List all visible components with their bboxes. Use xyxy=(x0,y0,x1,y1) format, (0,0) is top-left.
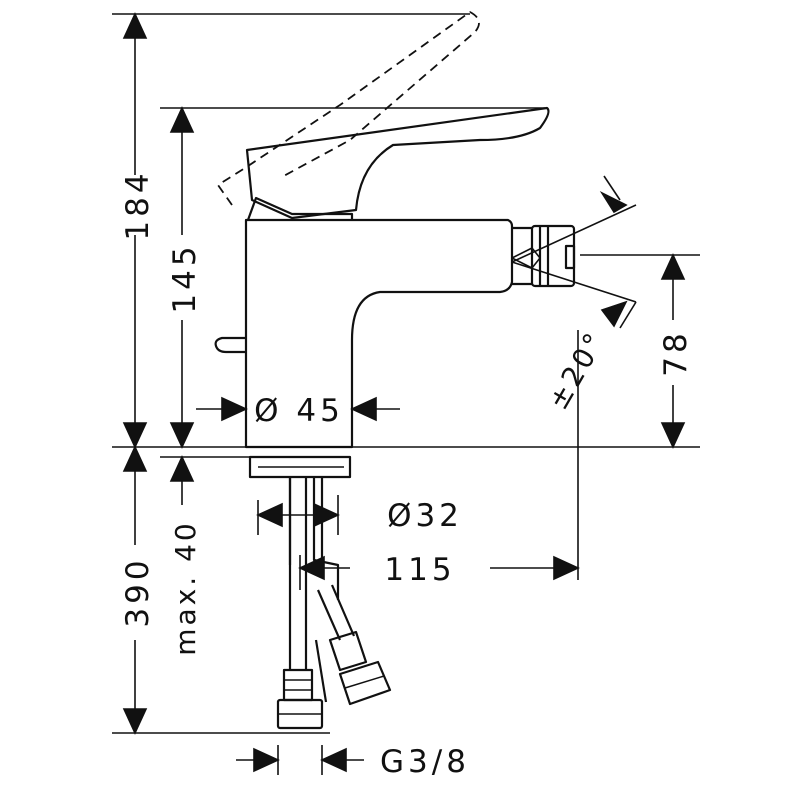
label-spout-reach: 115 xyxy=(384,552,455,588)
pop-up-rod xyxy=(214,336,246,354)
label-connection-thread: G3/8 xyxy=(380,744,470,780)
dimension-lines xyxy=(112,12,700,775)
label-body-height: 145 xyxy=(167,242,203,313)
label-mounting-diameter: Ø32 xyxy=(387,498,463,534)
hose-right-nut xyxy=(338,660,392,706)
label-spray-angle: ±20° xyxy=(541,325,612,415)
mixer-body xyxy=(244,218,514,449)
faucet-outline xyxy=(214,11,576,730)
hose-left xyxy=(288,477,308,670)
arrow-184-top xyxy=(122,12,148,39)
label-body-diameter: Ø 45 xyxy=(254,393,344,429)
label-below-deck-length: 390 xyxy=(120,556,156,627)
label-max-deck-thickness: max. 40 xyxy=(169,520,202,655)
arrow-184-bottom xyxy=(122,422,148,449)
hose-right xyxy=(316,584,356,641)
label-spout-height: 78 xyxy=(658,329,694,376)
dimension-labels: 184 145 Ø 45 78 ±20° 390 max. 40 Ø32 115… xyxy=(120,169,694,780)
lever-handle xyxy=(245,106,550,220)
label-total-height: 184 xyxy=(120,169,156,240)
handle-collar xyxy=(246,196,354,221)
